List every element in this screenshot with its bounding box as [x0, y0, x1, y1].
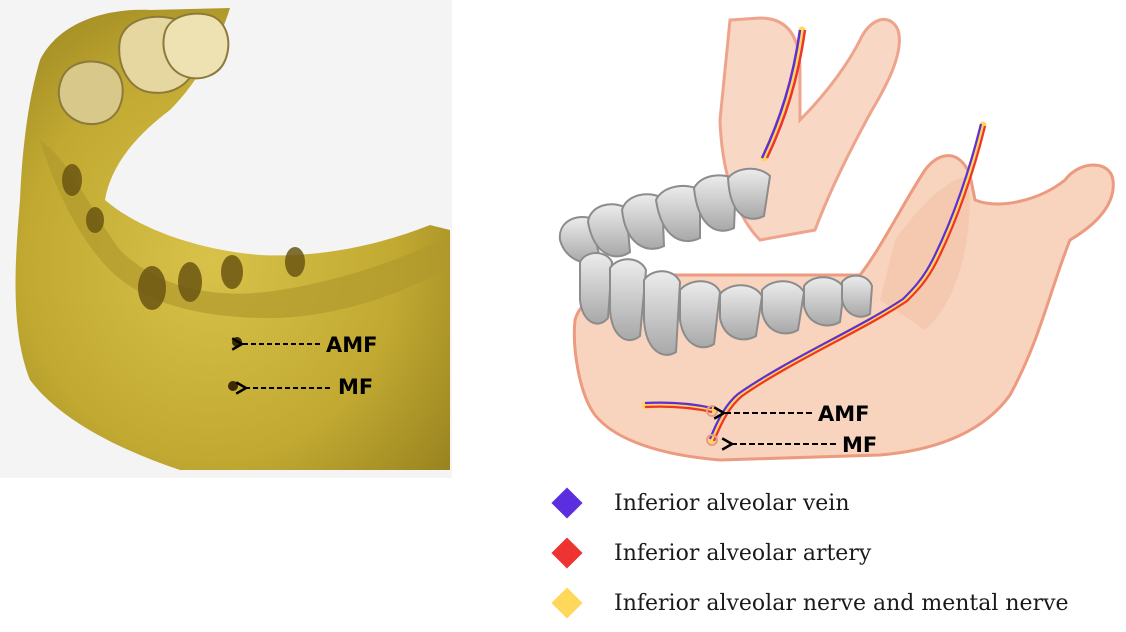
diagram-amf-label: AMF: [818, 402, 870, 426]
legend-item-vein: Inferior alveolar vein: [548, 478, 1118, 528]
photo-mf-label: MF: [338, 375, 373, 399]
mandible-diagram: AMF MF: [560, 18, 1113, 460]
legend-item-nerve: Inferior alveolar nerve and mental nerve: [548, 578, 1118, 628]
legend-label-artery: Inferior alveolar artery: [614, 541, 871, 566]
mandible-photo: AMF MF: [0, 0, 452, 478]
diamond-icon-artery: [551, 537, 582, 568]
legend-label-nerve: Inferior alveolar nerve and mental nerve: [614, 591, 1069, 616]
legend: Inferior alveolar vein Inferior alveolar…: [548, 478, 1118, 628]
diamond-icon-vein: [551, 487, 582, 518]
photo-amf-foramen: [232, 337, 242, 347]
diagram-mf-label: MF: [842, 433, 877, 457]
photo-amf-label: AMF: [326, 333, 378, 357]
diamond-icon-nerve: [551, 587, 582, 618]
photo-mf-foramen: [228, 381, 238, 391]
legend-label-vein: Inferior alveolar vein: [614, 491, 850, 516]
legend-item-artery: Inferior alveolar artery: [548, 528, 1118, 578]
